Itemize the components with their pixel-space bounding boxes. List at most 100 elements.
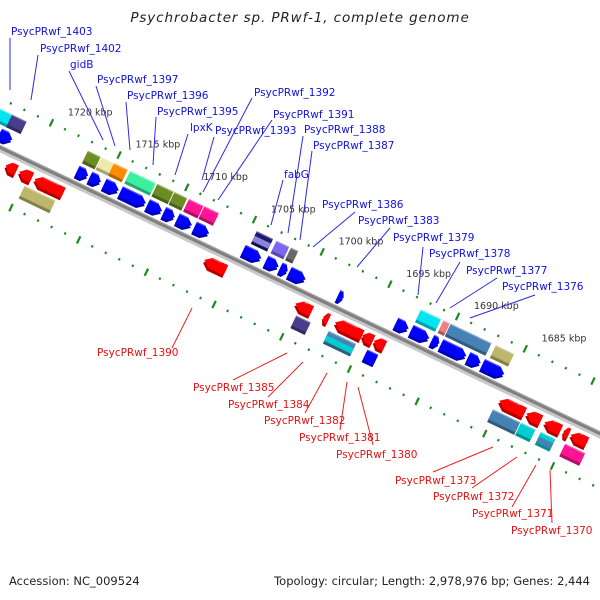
forward-cds-arrow[interactable]: [407, 324, 432, 346]
forward-feature-block[interactable]: [108, 163, 128, 183]
gene-body: [34, 177, 66, 198]
gene-label[interactable]: PsycPRwf_1380: [336, 449, 418, 461]
reverse-cds-arrow[interactable]: [567, 430, 590, 451]
ruler-tick-label: 1705 kbp: [271, 204, 316, 215]
gene-label[interactable]: PsycPRwf_1371: [472, 508, 554, 520]
gene-label[interactable]: PsycPRwf_1395: [157, 106, 239, 118]
forward-feature-block[interactable]: [250, 231, 274, 252]
forward-cds-arrow[interactable]: [392, 317, 411, 337]
forward-feature-block[interactable]: [198, 206, 219, 226]
ruler-minor-tick: [158, 277, 162, 281]
gene-label[interactable]: fabG: [284, 169, 309, 181]
forward-cds-arrow[interactable]: [285, 266, 308, 287]
forward-feature-block[interactable]: [183, 198, 204, 219]
reverse-feature-block[interactable]: [515, 422, 536, 443]
ruler-minor-tick: [307, 348, 311, 352]
forward-feature-block[interactable]: [444, 323, 480, 351]
forward-cds-arrow[interactable]: [191, 221, 212, 242]
forward-feature-block[interactable]: [0, 102, 14, 128]
forward-cds-arrow[interactable]: [160, 206, 177, 225]
forward-cds-arrow[interactable]: [144, 199, 165, 219]
gene-label[interactable]: PsycPRwf_1385: [193, 382, 275, 394]
forward-cds-arrow[interactable]: [73, 165, 91, 184]
gene-label[interactable]: PsycPRwf_1378: [429, 248, 511, 260]
forward-feature-block[interactable]: [473, 337, 492, 356]
gene-label[interactable]: PsycPRwf_1390: [97, 347, 179, 359]
forward-feature-block[interactable]: [489, 345, 515, 367]
reverse-feature-block[interactable]: [18, 185, 56, 214]
reverse-feature-block[interactable]: [322, 331, 356, 357]
forward-cds-arrow[interactable]: [86, 171, 103, 190]
forward-cds-arrow[interactable]: [116, 186, 148, 211]
forward-feature-block[interactable]: [414, 309, 441, 332]
forward-feature-block[interactable]: [168, 192, 188, 211]
forward-cds-arrow[interactable]: [276, 262, 290, 278]
gene-label[interactable]: PsycPRwf_1392: [254, 87, 336, 99]
gene-label[interactable]: PsycPRwf_1391: [273, 109, 355, 121]
forward-cds-arrow[interactable]: [173, 213, 195, 233]
reverse-feature-block[interactable]: [487, 409, 521, 435]
forward-feature-block[interactable]: [285, 247, 299, 264]
gene-label[interactable]: PsycPRwf_1383: [358, 215, 440, 227]
forward-cds-arrow[interactable]: [0, 128, 15, 148]
gene-label[interactable]: PsycPRwf_1396: [127, 90, 209, 102]
forward-cds-arrow[interactable]: [334, 290, 346, 305]
forward-feature-block[interactable]: [6, 114, 27, 135]
gene-label[interactable]: PsycPRwf_1397: [97, 74, 179, 86]
reverse-feature-block[interactable]: [559, 443, 586, 466]
reverse-cds-arrow[interactable]: [331, 317, 365, 343]
forward-feature-block[interactable]: [81, 150, 101, 170]
forward-cds-arrow[interactable]: [479, 358, 507, 382]
gene-highlight: [101, 157, 115, 165]
reverse-cds-arrow[interactable]: [560, 426, 572, 442]
reverse-feature-block[interactable]: [361, 349, 379, 368]
ruler-major-tick: [143, 268, 150, 277]
gene-label[interactable]: PsycPRwf_1370: [511, 525, 593, 537]
forward-feature-block[interactable]: [124, 170, 156, 196]
reverse-cds-arrow[interactable]: [370, 336, 388, 354]
gene-label[interactable]: gidB: [70, 59, 93, 71]
forward-cds-arrow[interactable]: [262, 255, 281, 275]
gene-label[interactable]: PsycPRwf_1373: [395, 475, 477, 487]
reverse-cds-arrow[interactable]: [201, 255, 229, 278]
gene-label[interactable]: PsycPRwf_1372: [433, 491, 515, 503]
reverse-cds-arrow[interactable]: [292, 298, 315, 319]
reverse-cds-arrow[interactable]: [359, 330, 376, 349]
gene-label[interactable]: PsycPRwf_1384: [228, 399, 310, 411]
gene-label[interactable]: PsycPRwf_1376: [502, 281, 584, 293]
reverse-cds-arrow[interactable]: [320, 312, 332, 328]
gene-label[interactable]: PsycPRwf_1381: [299, 432, 381, 444]
forward-cds-arrow[interactable]: [428, 334, 441, 351]
forward-feature-block[interactable]: [151, 183, 174, 205]
gene-body: [271, 240, 290, 257]
reverse-feature-block[interactable]: [534, 432, 556, 452]
reverse-cds-arrow[interactable]: [523, 409, 544, 429]
forward-feature-block[interactable]: [437, 320, 450, 336]
gene-label[interactable]: lpxK: [190, 122, 214, 134]
gene-label[interactable]: PsycPRwf_1387: [313, 140, 395, 152]
gene-label[interactable]: PsycPRwf_1382: [264, 415, 346, 427]
reverse-cds-arrow[interactable]: [541, 417, 564, 438]
gene-label[interactable]: PsycPRwf_1377: [466, 265, 548, 277]
gene-highlight: [368, 332, 371, 335]
ruler-major-tick: [116, 150, 122, 160]
forward-cds-arrow[interactable]: [100, 178, 122, 199]
forward-feature-block[interactable]: [270, 240, 290, 260]
forward-feature-block[interactable]: [95, 157, 115, 176]
gene-label[interactable]: PsycPRwf_1403: [11, 26, 93, 38]
gene-label[interactable]: PsycPRwf_1402: [40, 43, 122, 55]
reverse-cds-arrow[interactable]: [16, 167, 35, 186]
reverse-feature-block[interactable]: [290, 315, 311, 335]
ruler-minor-tick: [578, 373, 581, 377]
forward-cds-arrow[interactable]: [239, 244, 264, 266]
reverse-cds-arrow[interactable]: [31, 174, 66, 201]
gene-label[interactable]: PsycPRwf_1386: [322, 199, 404, 211]
gene-label[interactable]: PsycPRwf_1379: [393, 232, 475, 244]
forward-cds-arrow[interactable]: [437, 339, 468, 364]
reverse-cds-arrow[interactable]: [2, 160, 19, 179]
gene-highlight: [443, 320, 450, 325]
forward-cds-arrow[interactable]: [464, 352, 484, 371]
gene-label[interactable]: PsycPRwf_1393: [215, 125, 297, 137]
reverse-cds-arrow[interactable]: [496, 396, 528, 421]
gene-label[interactable]: PsycPRwf_1388: [304, 124, 386, 136]
